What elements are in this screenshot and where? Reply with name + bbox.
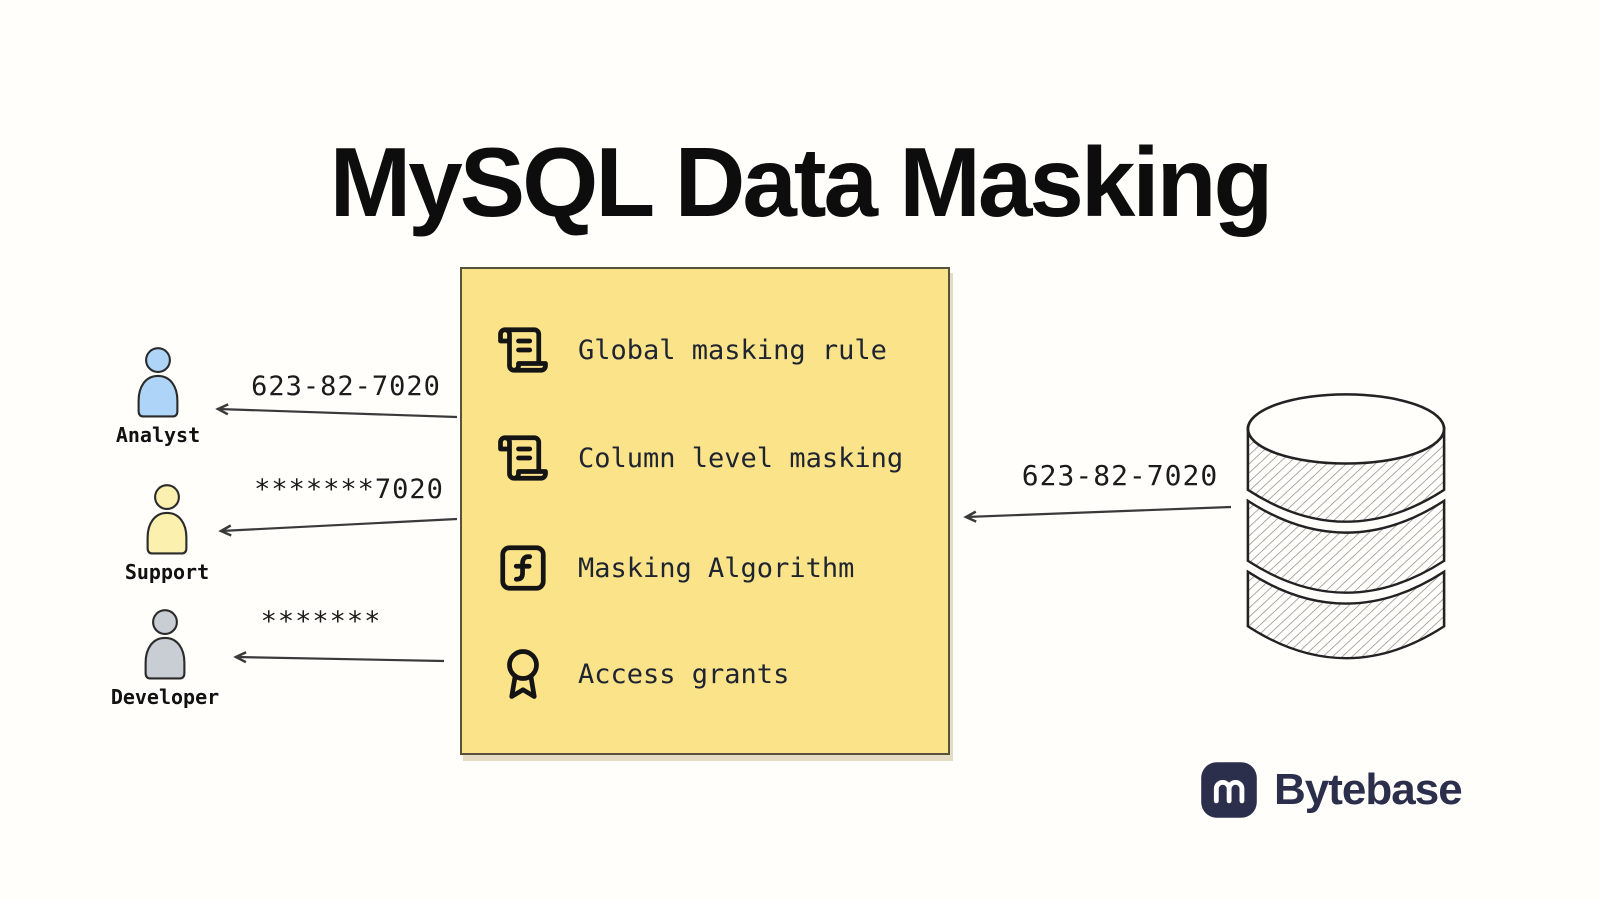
support-masked-value: *******7020 [254,474,444,505]
actor-analyst: Analyst [98,346,218,447]
function-icon [496,541,550,595]
panel-item-masking-algorithm: Masking Algorithm [496,535,934,601]
actor-developer: Developer [105,608,225,709]
panel-item-global-masking-rule: Global masking rule [496,317,934,383]
arrow-from-database [966,505,1232,517]
actor-name: Developer [110,685,220,709]
bytebase-logo-icon [1201,762,1257,818]
arrow-to-support [221,517,458,531]
developer-masked-value: ******* [260,606,382,637]
person-icon [137,347,179,418]
person-icon [146,484,188,555]
panel-item-label: Access grants [578,658,790,690]
arrow-to-developer [236,657,445,661]
masking-panel: Global masking rule Column level masking [460,267,950,755]
panel-item-access-grants: Access grants [496,641,934,707]
scroll-icon [496,431,550,485]
actor-name: Analyst [115,423,201,447]
bytebase-brand: Bytebase [1200,761,1463,819]
panel-item-label: Column level masking [578,442,904,474]
actor-name: Support [124,560,210,584]
actor-support: Support [107,483,227,584]
person-icon [144,609,186,680]
analyst-masked-value: 623-82-7020 [251,371,441,402]
database-value: 623-82-7020 [1021,459,1219,492]
panel-item-label: Masking Algorithm [578,552,855,584]
database-icon [1243,388,1449,670]
page-title: MySQL Data Masking [329,127,1274,237]
panel-item-label: Global masking rule [578,334,887,366]
brand-name: Bytebase [1274,765,1463,814]
award-icon [496,647,550,701]
scroll-icon [496,323,550,377]
arrow-to-analyst [218,409,458,419]
panel-item-column-level-masking: Column level masking [496,425,934,491]
